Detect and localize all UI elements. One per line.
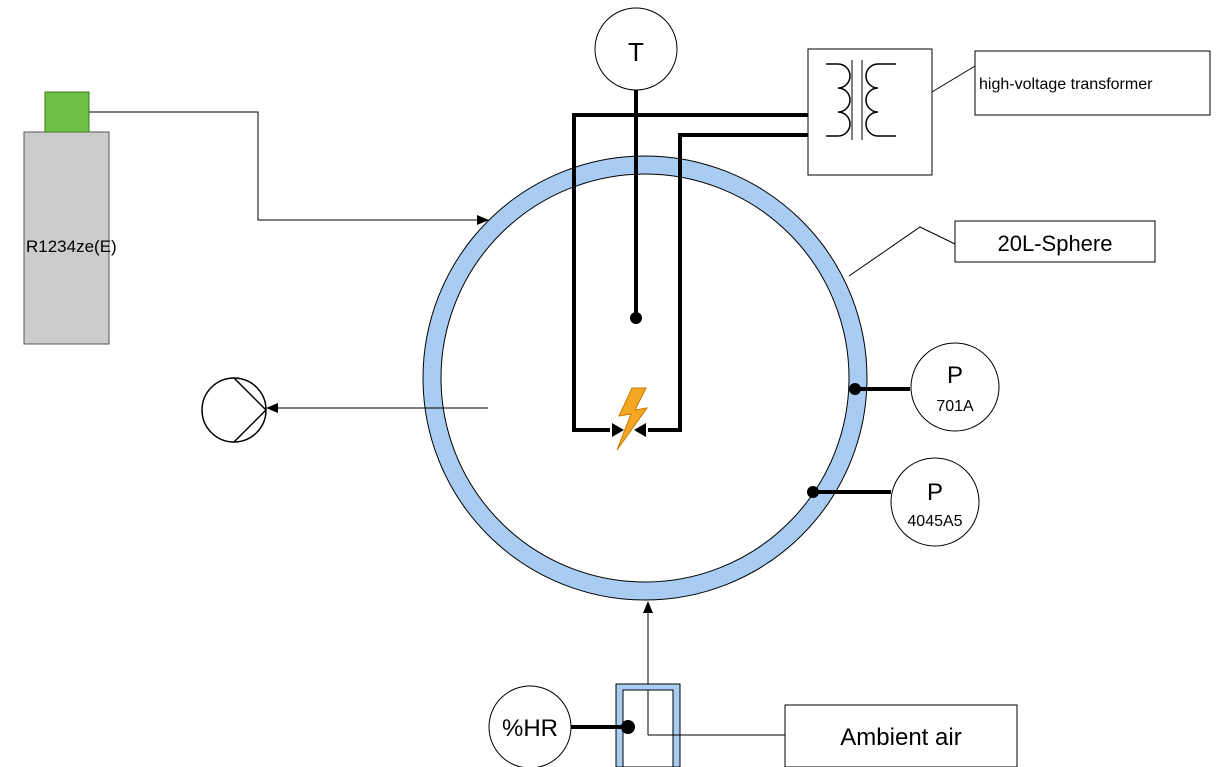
transformer-box bbox=[807, 48, 933, 176]
pressure-sensor-1-port bbox=[849, 383, 861, 395]
sphere bbox=[422, 155, 868, 601]
transformer-coil-secondary bbox=[865, 63, 896, 137]
humidity-sensor: %HR bbox=[488, 685, 635, 767]
transformer-label: high-voltage transformer bbox=[979, 76, 1153, 93]
sphere-leader bbox=[848, 226, 956, 277]
pressure-sensor-2-circle bbox=[890, 457, 980, 547]
electrode-tip-right bbox=[634, 423, 646, 437]
electrode-leads bbox=[572, 113, 808, 437]
transformer-leader bbox=[931, 65, 976, 93]
transformer-coil-icon bbox=[826, 63, 851, 137]
transformer-label-box bbox=[974, 50, 1211, 116]
vacuum-pump bbox=[201, 377, 488, 443]
thermocouple: T bbox=[594, 7, 678, 324]
gas-cylinder: R1234ze(E) bbox=[23, 91, 117, 345]
ambient-air-label: Ambient air bbox=[840, 724, 961, 751]
electrode-lead-left bbox=[572, 113, 808, 432]
thermocouple-label: T bbox=[628, 37, 644, 67]
spark-icon bbox=[616, 387, 649, 451]
air-inlet: Ambient air bbox=[615, 601, 1018, 767]
electrode-tip-left bbox=[612, 423, 624, 437]
humidity-sensor-label: %HR bbox=[502, 715, 558, 742]
pressure-sensor-4045a5: P 4045A5 bbox=[807, 457, 980, 547]
thermocouple-tip bbox=[630, 312, 642, 324]
pump-triangle-top bbox=[233, 377, 267, 411]
pressure-sensor-2-symbol: P bbox=[927, 479, 943, 506]
pressure-sensor-701a: P 701A bbox=[849, 342, 1000, 432]
sphere-wall bbox=[423, 156, 867, 600]
transformer: high-voltage transformer bbox=[807, 48, 1211, 176]
sphere-label: 20L-Sphere bbox=[998, 231, 1113, 256]
sphere-callout: 20L-Sphere bbox=[848, 220, 1156, 277]
electrode-lead-right bbox=[648, 133, 808, 432]
pressure-sensor-1-symbol: P bbox=[947, 362, 963, 389]
ambient-air-label-box bbox=[784, 704, 1018, 767]
cylinder-label: R1234ze(E) bbox=[26, 237, 117, 256]
cylinder-valve bbox=[44, 91, 90, 133]
pump-triangle-bottom bbox=[233, 409, 267, 443]
cylinder-body bbox=[23, 131, 110, 345]
pressure-sensor-2-port bbox=[807, 486, 819, 498]
sphere-label-box bbox=[954, 220, 1156, 263]
humidity-sensor-port bbox=[621, 720, 635, 734]
pressure-sensor-1-circle bbox=[910, 342, 1000, 432]
gas-feed-line bbox=[89, 111, 489, 225]
pressure-sensor-1-model: 701A bbox=[936, 398, 974, 415]
pump-icon bbox=[201, 377, 267, 443]
pressure-sensor-2-model: 4045A5 bbox=[907, 513, 962, 530]
